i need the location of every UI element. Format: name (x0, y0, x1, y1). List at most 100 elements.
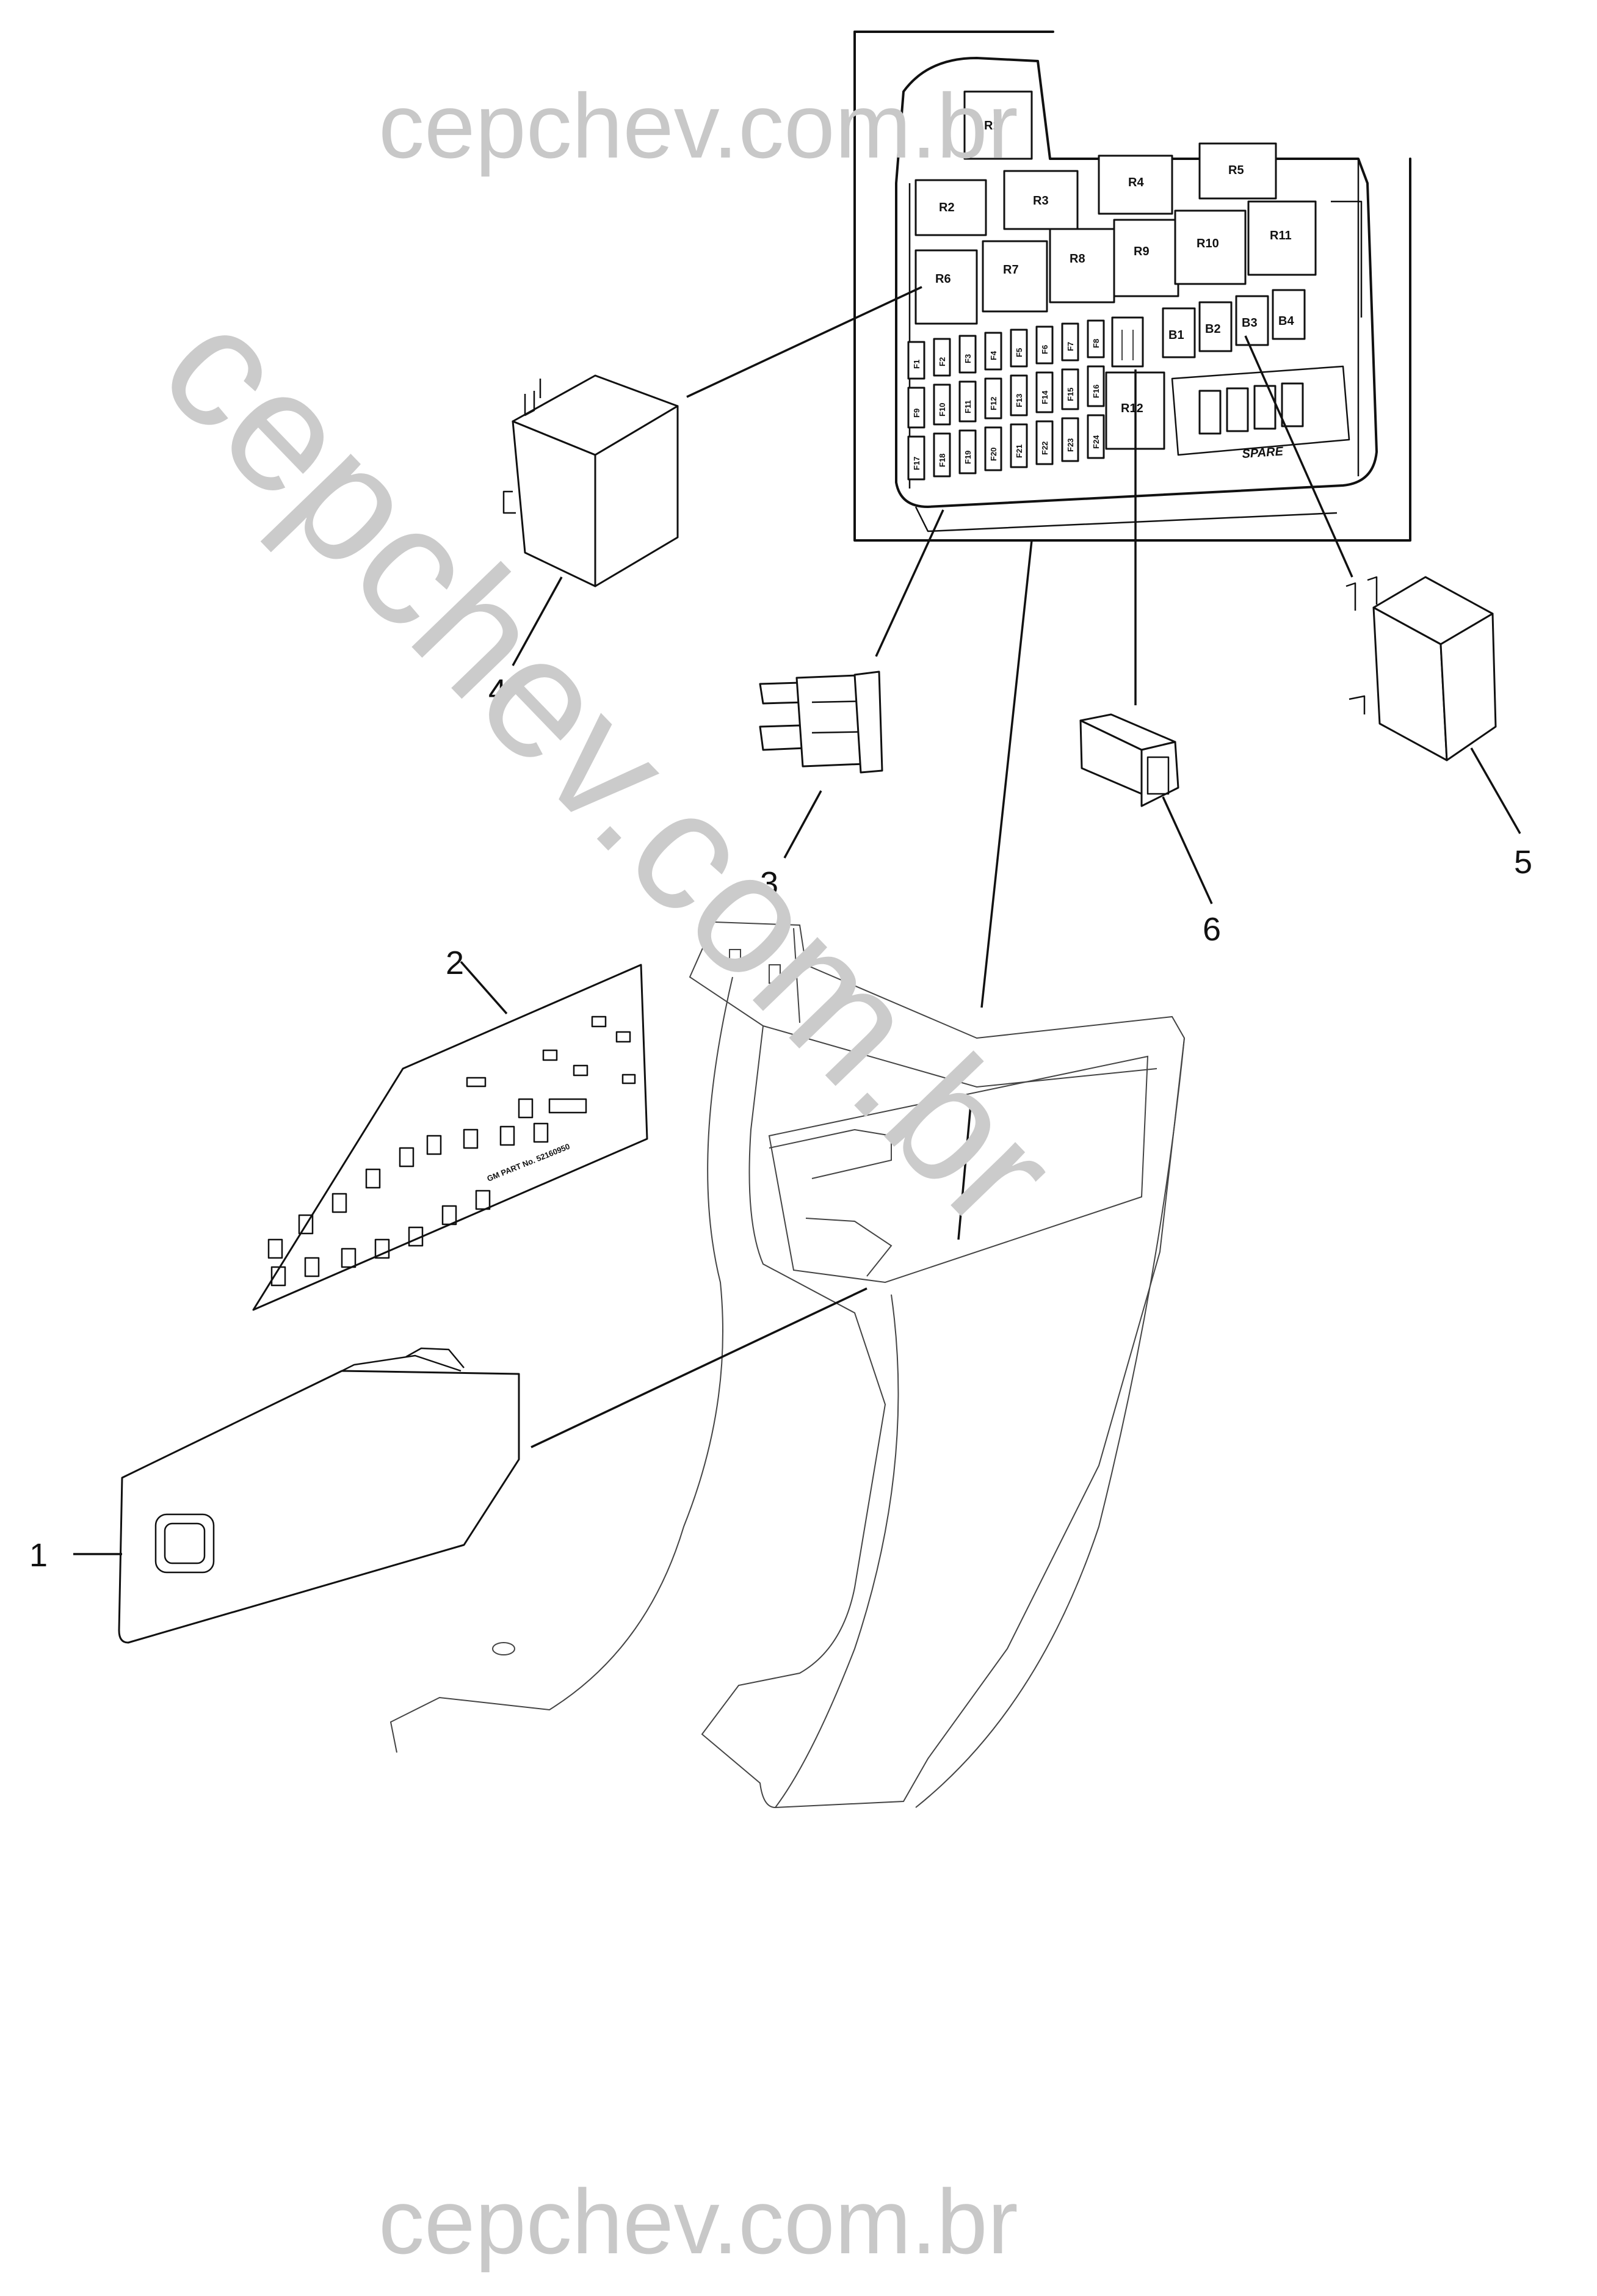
fuse-f2-label: F2 (938, 357, 947, 366)
relay-r8 (1049, 228, 1115, 303)
callout-numbers: 1 2 3 4 5 6 (29, 673, 1532, 1574)
callout-1: 1 (29, 1537, 48, 1574)
small-relay-b1 (1162, 307, 1196, 358)
fuse-f6-label: F6 (1040, 345, 1049, 354)
fuse-f9-label: F9 (912, 409, 921, 418)
fuse-f3-label: F3 (963, 354, 972, 363)
fuse-f1-label: F1 (912, 360, 921, 369)
fuse-f21-label: F21 (1015, 445, 1024, 458)
spare-slot (1226, 387, 1249, 432)
fuse-f7 (1061, 322, 1079, 361)
fuse-f15 (1061, 368, 1079, 410)
fuse-row-3: F17 F18 F19 F20 F21 F22 F23 F24 (907, 414, 1105, 481)
fuse-f19 (958, 429, 977, 474)
fuse-f12-label: F12 (989, 397, 998, 410)
relay-r9 (1113, 219, 1179, 297)
fuse-f23-label: F23 (1066, 438, 1075, 452)
relay-r4 (1098, 154, 1173, 215)
relay-r3 (1003, 170, 1079, 230)
part-2-label-sheet: GM PART No. 52160950 (252, 964, 648, 1311)
relay-r7-label: R7 (1003, 263, 1019, 277)
small-relay-b3 (1235, 295, 1269, 346)
relays-top: R1 R2 R3 R4 R5 (914, 90, 1277, 236)
watermark-top: cepchev.com.br (378, 74, 1018, 177)
small-relay-b3-label: B3 (1242, 316, 1258, 330)
callout-4: 4 (488, 673, 507, 710)
part-5-relay (1345, 576, 1497, 761)
fuse-row-2: F9 F10 F11 F12 F13 F14 F15 F16 (907, 365, 1105, 429)
fuse-f22 (1035, 420, 1054, 465)
spare-slot (1198, 390, 1222, 435)
fuse-f14-label: F14 (1040, 390, 1049, 404)
fuse-f20 (984, 426, 1002, 471)
spare-label: SPARE (1242, 445, 1284, 461)
relay-r4-label: R4 (1128, 176, 1144, 189)
fuse-f19-label: F19 (963, 451, 972, 464)
fuse-f10 (933, 383, 951, 426)
fuse-f2 (933, 338, 951, 377)
fuse-row-1: F1 F2 F3 F4 F5 F6 F7 F8 (907, 319, 1105, 380)
small-relay-b4 (1272, 289, 1306, 340)
leader-4-callout (512, 576, 563, 666)
small-relay-b1-label: B1 (1168, 329, 1184, 342)
fuse-f24-label: F24 (1092, 435, 1101, 449)
callout-3: 3 (760, 865, 778, 902)
small-relay-b4-label: B4 (1278, 314, 1294, 328)
leader-kick-panel (980, 540, 1033, 1008)
relay-r11 (1247, 200, 1317, 276)
fuse-f9 (907, 387, 925, 429)
relay-r5 (1198, 142, 1277, 200)
relay-r5-label: R5 (1228, 164, 1244, 177)
leader-4 (686, 286, 922, 398)
fuse-f6 (1035, 325, 1054, 365)
fuse-f12 (984, 377, 1002, 420)
relay-r11-label: R11 (1270, 229, 1292, 242)
relay-r1-label: R1 (984, 119, 1000, 133)
leader-kick-panel-2 (957, 1105, 972, 1240)
fuse-f18-label: F18 (938, 454, 947, 467)
fuse-f11 (958, 380, 977, 423)
fuse-f18 (933, 432, 951, 478)
part-6-plug (1079, 713, 1179, 807)
fuse-f10-label: F10 (938, 403, 947, 416)
callout-2: 2 (446, 945, 464, 981)
relay-r2-label: R2 (939, 201, 955, 214)
fuse-f22-label: F22 (1040, 441, 1049, 455)
spare-slot (1281, 382, 1304, 427)
kick-panel (389, 921, 1186, 1809)
leader-5-callout (1470, 747, 1521, 834)
relay-r10 (1174, 209, 1247, 285)
relay-r12-label: R12 (1121, 402, 1143, 415)
callout-6: 6 (1203, 911, 1221, 948)
fuse-box-inset: R1 R2 R3 R4 R5 R6 R7 R8 R9 R10 R11 (853, 31, 1411, 542)
part-4-relay (502, 374, 679, 587)
fuse-f24 (1087, 414, 1105, 459)
relay-r1 (963, 90, 1033, 160)
fuse-f3 (958, 335, 977, 374)
leader-3 (875, 509, 944, 657)
watermark-bottom: cepchev.com.br (378, 2170, 1018, 2273)
leader-6-callout (1162, 796, 1213, 904)
fuse-f5 (1010, 329, 1028, 368)
fuse-rows: F1 F2 F3 F4 F5 F6 F7 F8 F9 (907, 319, 1105, 481)
fuse-f17 (907, 435, 925, 481)
relay-r2 (914, 179, 987, 236)
fuse-f4 (984, 332, 1002, 371)
r12-slot (1111, 316, 1144, 368)
relay-r7 (982, 240, 1048, 313)
fuse-f14 (1035, 371, 1054, 413)
small-relays: B1 B2 B3 B4 (1162, 289, 1306, 358)
relay-r9-label: R9 (1134, 245, 1150, 258)
fuse-f23 (1061, 417, 1079, 462)
fuse-f4-label: F4 (989, 351, 998, 360)
relay-r10-label: R10 (1197, 237, 1219, 250)
fuse-f1 (907, 341, 925, 380)
leader-1-panel (531, 1287, 867, 1448)
relay-r6-label: R6 (935, 272, 951, 286)
relays-mid: R6 R7 R8 R9 R10 R11 (914, 200, 1317, 325)
fuse-f8 (1087, 319, 1105, 358)
fuse-f13 (1010, 374, 1028, 416)
relay-r8-label: R8 (1070, 252, 1085, 266)
fuse-f8-label: F8 (1092, 339, 1101, 348)
